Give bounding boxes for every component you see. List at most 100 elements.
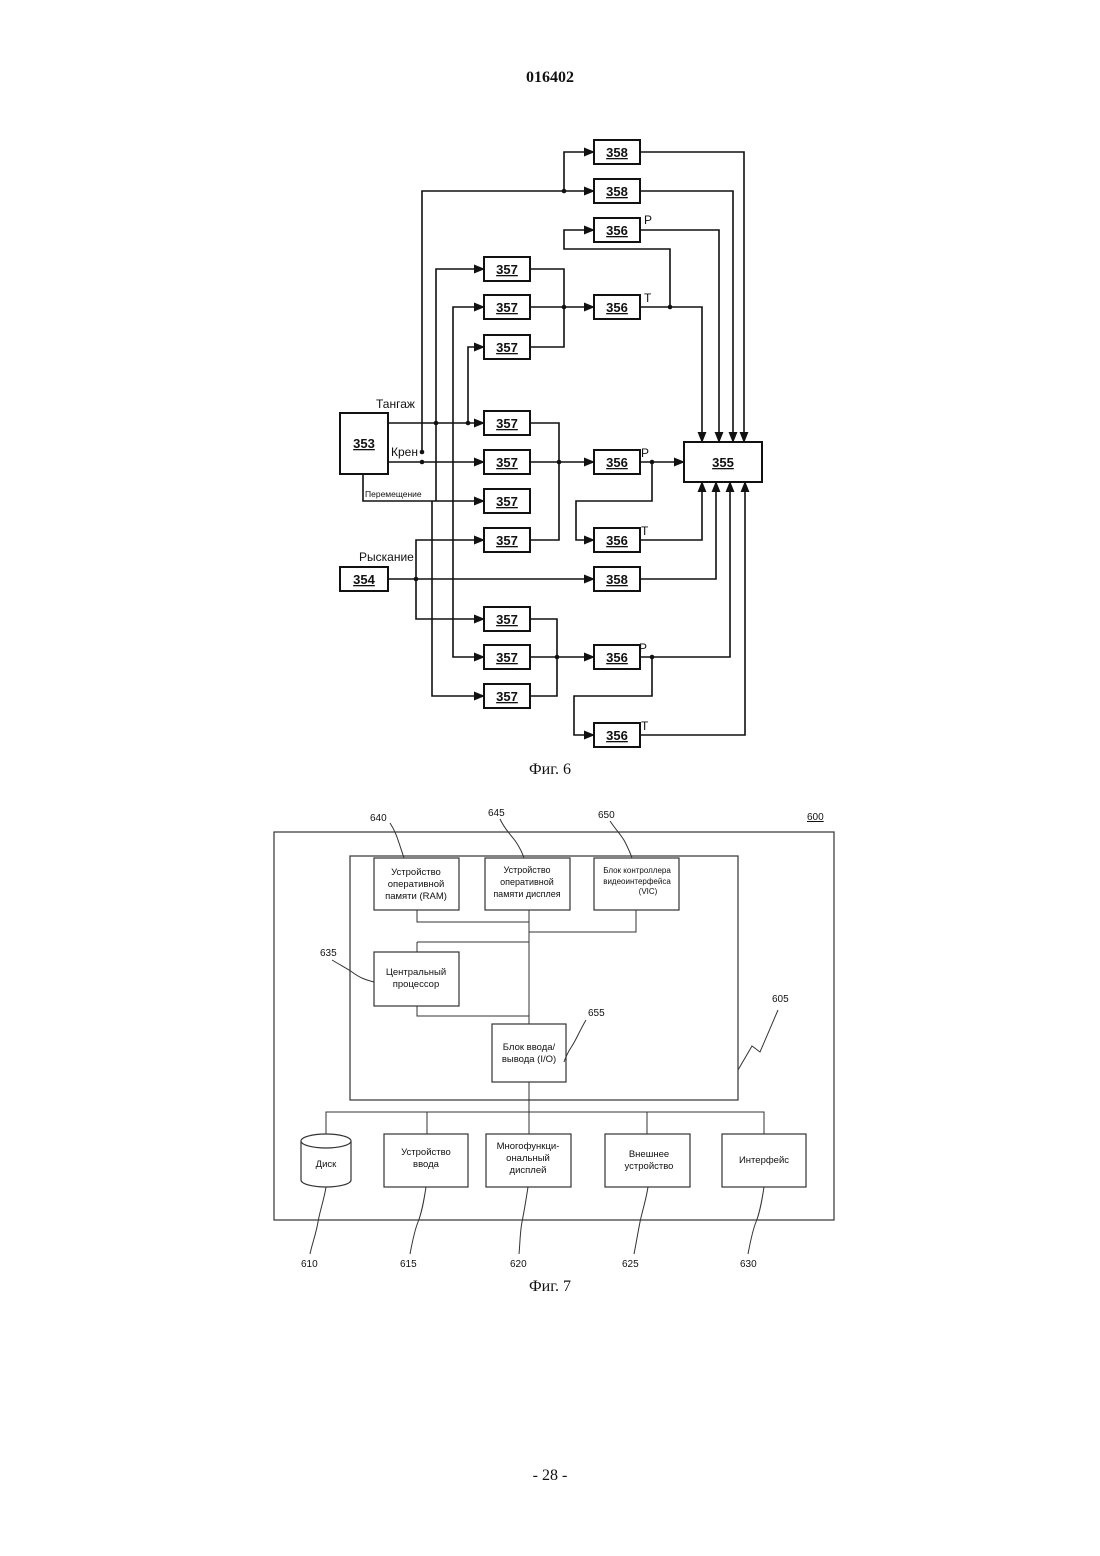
ref-600: 600 (807, 812, 824, 823)
p-label: P (641, 446, 649, 460)
block-357: 357 (484, 645, 530, 669)
ref-655: 655 (588, 1008, 605, 1019)
block-357: 357 (484, 684, 530, 708)
pitch-label: Тангаж (376, 397, 415, 411)
block-357-label: 357 (496, 612, 518, 627)
io-line-1: Блок ввода/ (503, 1042, 556, 1053)
block-357-label: 357 (496, 455, 518, 470)
ref-645: 645 (488, 808, 505, 819)
page-number: - 28 - (533, 1467, 568, 1484)
block-355: 355 (684, 442, 762, 482)
block-357: 357 (484, 607, 530, 631)
block-357: 357 (484, 257, 530, 281)
block-356-middle-p: 356 P (594, 446, 649, 474)
ref-650: 650 (598, 810, 615, 821)
block-358-second: 358 (594, 179, 640, 203)
disk-cylinder: Диск (301, 1134, 351, 1187)
block-356-label: 356 (606, 533, 628, 548)
block-356-middle-t: 356 T (594, 524, 649, 552)
interface-label: Интерфейс (739, 1155, 789, 1166)
block-358-label: 358 (606, 184, 628, 199)
input-device-block: Устройство ввода (384, 1134, 468, 1187)
t-label: T (644, 291, 652, 305)
block-358-label: 358 (606, 145, 628, 160)
t-label: T (641, 524, 649, 538)
display-ram-block: Устройство оперативной памяти дисплея (485, 858, 570, 910)
mf-display-line-2: ональный (506, 1153, 550, 1164)
ref-625: 625 (622, 1259, 639, 1270)
external-device-line-1: Внешнее (629, 1149, 669, 1160)
block-353-label: 353 (353, 436, 375, 451)
block-357: 357 (484, 295, 530, 319)
block-354: 354 (340, 567, 388, 591)
block-358-label: 358 (606, 572, 628, 587)
t-label: T (641, 719, 649, 733)
block-356-lower-p: 356 P (594, 641, 647, 669)
translation-label: Перемещение (365, 489, 422, 499)
block-357-label: 357 (496, 262, 518, 277)
block-357-label: 357 (496, 416, 518, 431)
block-357-label: 357 (496, 689, 518, 704)
ref-635: 635 (320, 948, 337, 959)
block-358-yaw: 358 (594, 567, 640, 591)
block-356-upper-t: 356 T (594, 291, 652, 319)
p-label: P (644, 213, 652, 227)
block-357-label: 357 (496, 494, 518, 509)
block-356-label: 356 (606, 223, 628, 238)
external-device-line-2: устройство (625, 1161, 674, 1172)
block-357: 357 (484, 335, 530, 359)
io-block: Блок ввода/ вывода (I/O) (492, 1024, 566, 1082)
p-label: P (639, 641, 647, 655)
block-357: 357 (484, 489, 530, 513)
block-356-label: 356 (606, 455, 628, 470)
block-356-upper-p: 356 P (594, 213, 652, 242)
document-number: 016402 (526, 69, 574, 86)
ram-line-1: Устройство (391, 867, 441, 878)
block-356-label: 356 (606, 728, 628, 743)
multifunction-display-block: Многофункци- ональный дисплей (486, 1134, 571, 1187)
block-357-label: 357 (496, 533, 518, 548)
figure-6: 358 358 356 P 357 357 356 T 357 (340, 140, 762, 778)
vic-line-2: видеоинтерфейса (603, 877, 671, 886)
ref-620: 620 (510, 1259, 527, 1270)
ram-block: Устройство оперативной памяти (RAM) (374, 858, 459, 910)
disk-label: Диск (316, 1159, 337, 1170)
vic-line-3: (VIC) (639, 887, 658, 896)
ref-605: 605 (772, 994, 789, 1005)
block-354-label: 354 (353, 572, 375, 587)
external-device-block: Внешнее устройство (605, 1134, 690, 1187)
block-353: 353 (340, 413, 388, 474)
block-357: 357 (484, 528, 530, 552)
cpu-line-1: Центральный (386, 967, 446, 978)
input-device-line-2: ввода (413, 1159, 440, 1170)
ref-640: 640 (370, 813, 387, 824)
ref-630: 630 (740, 1259, 757, 1270)
display-ram-line-3: памяти дисплея (493, 889, 560, 899)
block-357: 357 (484, 450, 530, 474)
ram-line-2: оперативной (388, 879, 445, 890)
cpu-block: Центральный процессор (374, 952, 459, 1006)
block-357: 357 (484, 411, 530, 435)
yaw-label: Рыскание (359, 550, 414, 564)
mf-display-line-3: дисплей (510, 1165, 547, 1176)
block-358-top: 358 (594, 140, 640, 164)
figure-7: 600 605 Устройство оперативной памяти (R… (274, 808, 834, 1295)
figure-7-caption: Фиг. 7 (529, 1278, 571, 1295)
display-ram-line-2: оперативной (500, 877, 554, 887)
ref-615: 615 (400, 1259, 417, 1270)
input-device-line-1: Устройство (401, 1147, 451, 1158)
block-357-label: 357 (496, 340, 518, 355)
interface-block: Интерфейс (722, 1134, 806, 1187)
cpu-line-2: процессор (393, 979, 440, 990)
block-357-label: 357 (496, 650, 518, 665)
ref-610: 610 (301, 1259, 318, 1270)
display-ram-line-1: Устройство (503, 865, 550, 875)
figure-6-caption: Фиг. 6 (529, 761, 571, 778)
mf-display-line-1: Многофункци- (497, 1141, 560, 1152)
roll-label: Крен (391, 445, 418, 459)
block-355-label: 355 (712, 455, 734, 470)
block-356-lower-t: 356 T (594, 719, 649, 747)
block-357-label: 357 (496, 300, 518, 315)
block-356-label: 356 (606, 650, 628, 665)
